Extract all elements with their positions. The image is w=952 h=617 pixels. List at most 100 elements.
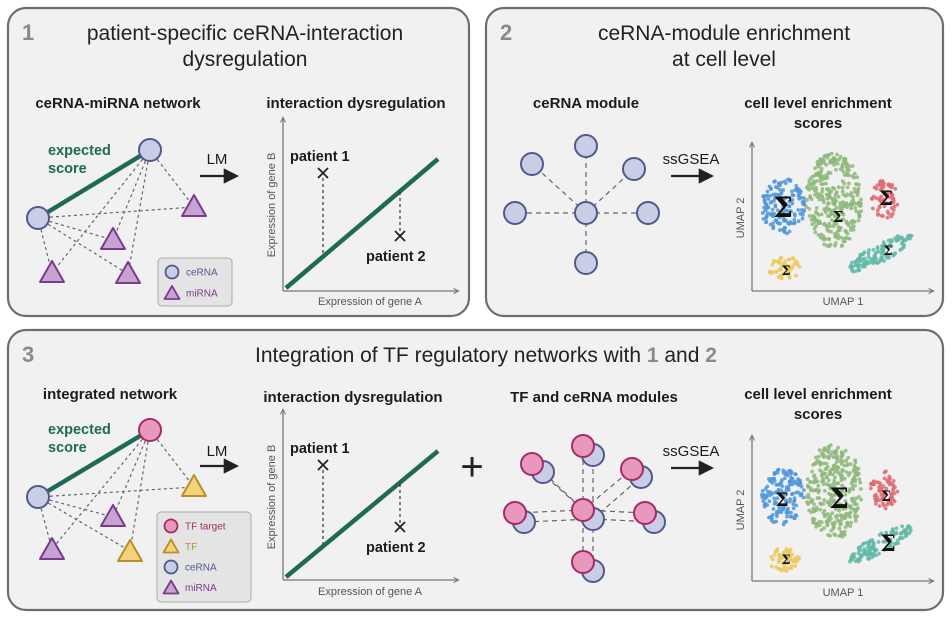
umap-cell-dot	[895, 489, 900, 494]
umap-cell-dot	[792, 212, 797, 216]
umap-cell-dot	[835, 481, 839, 486]
expected-score-edge	[36, 148, 152, 220]
umap-cell-dot	[817, 448, 822, 452]
panel-3-modules-title: TF and ceRNA modules	[510, 389, 678, 406]
umap-cell-dot	[786, 506, 790, 511]
umap-cell-dot	[825, 523, 830, 528]
umap-cell-dot	[875, 183, 880, 188]
umap-cell-dot	[774, 192, 778, 197]
umap-cell-dot	[787, 213, 792, 218]
umap-cell-dot	[840, 243, 844, 248]
umap-cell-dot	[878, 482, 883, 487]
cerna-node	[574, 251, 598, 275]
umap-cell-dot	[837, 508, 841, 513]
panel-3-number: 3	[22, 342, 34, 367]
umap-cell-dot	[784, 485, 789, 489]
umap-cell-dot	[841, 212, 846, 217]
umap-cell-dot	[772, 259, 777, 263]
umap-cell-dot	[790, 189, 794, 194]
umap-cell-dot	[824, 192, 829, 197]
umap-cell-dot	[878, 183, 883, 188]
umap-cell-dot	[848, 265, 853, 269]
panel-3-umap-title-line2: scores	[794, 406, 842, 423]
umap-cell-dot	[875, 480, 879, 485]
umap-cell-dot	[881, 501, 885, 505]
umap-cell-dot	[838, 206, 843, 211]
tf-target-node	[633, 501, 657, 525]
umap-cell-dot	[764, 219, 769, 224]
umap-cell-dot	[878, 179, 883, 184]
umap-cell-dot	[785, 554, 790, 559]
umap-cell-dot	[776, 275, 781, 280]
umap-cell-dot	[844, 506, 848, 511]
umap-cell-dot	[787, 204, 792, 209]
umap-cell-dot	[882, 476, 887, 481]
umap-cell-dot	[870, 539, 875, 544]
umap-cell-dot	[818, 157, 823, 162]
umap-cell-dot	[891, 486, 896, 491]
umap-cell-dot	[790, 558, 795, 563]
umap-cell-dot	[900, 241, 904, 246]
umap-cell-dot	[782, 227, 787, 232]
umap-cell-dot	[789, 470, 794, 474]
patient-1-marker	[317, 167, 329, 179]
umap-cell-dot	[855, 557, 860, 562]
umap-cell-dot	[818, 235, 823, 240]
umap-cell-dot	[855, 175, 860, 180]
legend-tf-label: TF target	[185, 522, 226, 533]
umap-cell-dot	[885, 255, 889, 260]
umap-cell-dot	[785, 514, 789, 519]
umap-cell-dot	[882, 253, 887, 257]
umap-cell-dot	[766, 205, 771, 210]
umap-cell-dot	[882, 198, 886, 202]
umap-cell-dot	[765, 194, 769, 198]
cerna-node	[636, 201, 660, 225]
panel-3-title-and: and	[659, 344, 706, 367]
umap-cell-dot	[858, 480, 863, 485]
mirna-node	[100, 227, 126, 250]
panel-3-title-prefix: Integration of TF regulatory networks wi…	[255, 344, 647, 367]
umap-cell-dot	[807, 495, 812, 500]
umap-cell-dot	[849, 481, 854, 486]
umap-cell-dot	[823, 489, 827, 493]
panel-3-title: Integration of TF regulatory networks wi…	[255, 344, 717, 367]
umap-cell-dot	[771, 512, 775, 517]
umap-cell-dot	[887, 182, 891, 187]
umap-cell-dot	[826, 455, 831, 460]
umap-cell-dot	[856, 218, 861, 223]
umap-cell-dot	[852, 552, 857, 556]
umap-cell-dot	[829, 189, 834, 194]
umap-cell-dot	[779, 255, 784, 260]
umap-cell-dot	[805, 483, 810, 488]
umap-cell-dot	[862, 256, 867, 261]
umap-cell-dot	[776, 182, 781, 187]
umap-cell-dot	[841, 485, 846, 490]
umap-cell-dot	[781, 491, 786, 495]
patient-2-marker	[394, 521, 406, 533]
legend-cerna-label: ceRNA	[185, 563, 217, 574]
umap-cell-dot	[826, 478, 831, 483]
umap-cell-dot	[883, 489, 888, 494]
umap-cell-dot	[861, 549, 866, 553]
umap-cell-dot	[822, 498, 827, 502]
umap-1-x-label: UMAP 1	[823, 296, 864, 308]
umap-cell-dot	[782, 476, 787, 481]
umap-cell-dot	[789, 510, 793, 515]
cerna-node	[574, 201, 598, 225]
umap-cell-dot	[908, 528, 913, 533]
umap-cell-dot	[795, 559, 800, 563]
umap-cell-dot	[879, 493, 884, 497]
legend-mirna-label: miRNA	[186, 289, 218, 300]
umap-cell-dot	[866, 254, 871, 259]
legend-mirna-icon	[162, 579, 180, 595]
umap-cell-dot	[784, 500, 788, 504]
umap-cell-dot	[762, 502, 767, 507]
umap-cell-dot	[814, 524, 818, 529]
umap-cell-dot	[805, 500, 809, 504]
umap-cell-dot	[810, 222, 815, 227]
umap-cell-dot	[769, 200, 774, 204]
umap-cell-dot	[797, 264, 802, 269]
umap-cell-dot	[879, 255, 884, 260]
umap-cell-dot	[833, 214, 838, 219]
tf-target-node	[620, 457, 644, 481]
